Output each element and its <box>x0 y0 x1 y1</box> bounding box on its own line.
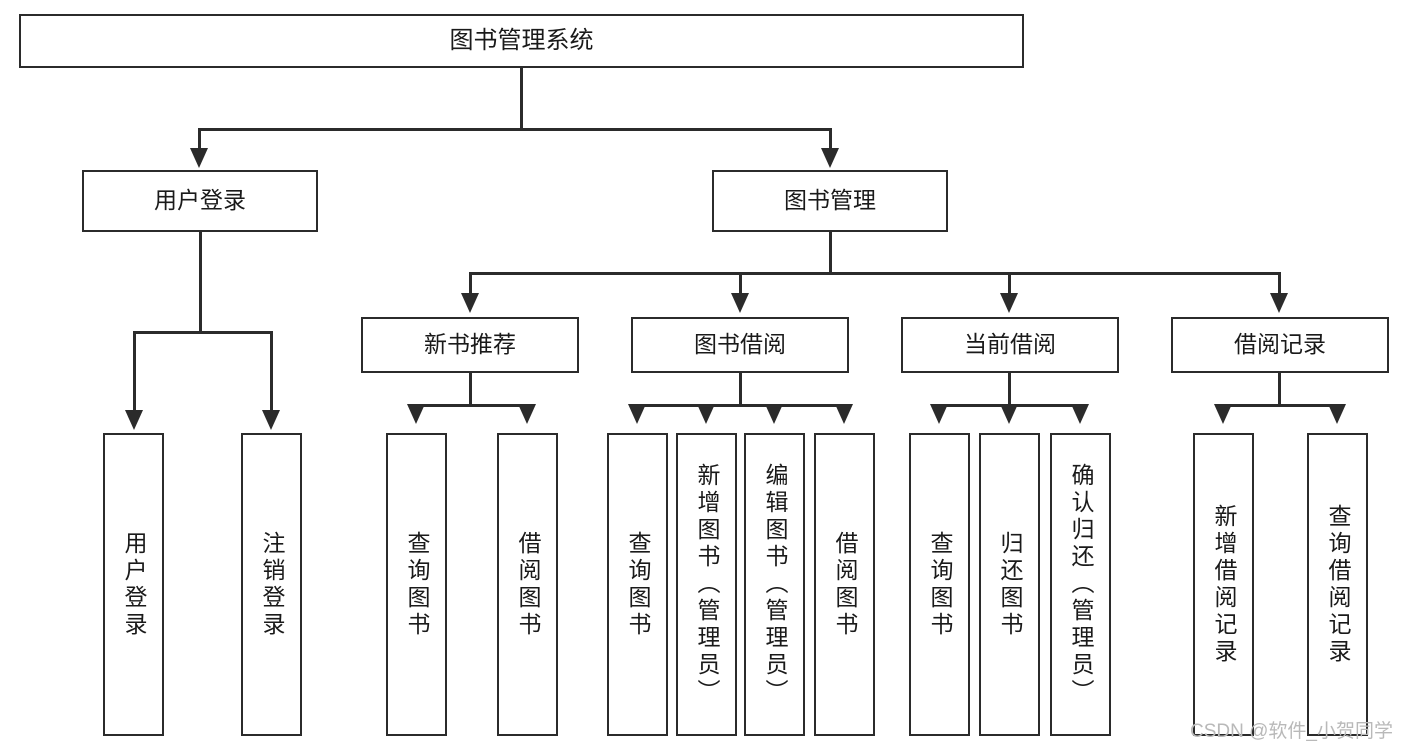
node-label: 图书借阅 <box>694 331 786 358</box>
leaf-current-borrow-confirm-return[interactable]: 确认归还（管理员） <box>1050 433 1111 736</box>
node-book-management[interactable]: 图书管理 <box>712 170 948 232</box>
node-borrow-record[interactable]: 借阅记录 <box>1171 317 1389 373</box>
connector-root-to-book-mgmt <box>829 128 832 153</box>
connector-borrow-record-bar <box>1222 404 1337 407</box>
watermark-text: CSDN @软件_小贺同学 <box>1190 721 1393 742</box>
connector-user-login-drop-1 <box>133 331 136 415</box>
connector-book-mgmt-drop-4 <box>1278 272 1281 297</box>
arrowhead-current-borrow-leaf-1 <box>930 404 948 424</box>
leaf-book-borrow-borrow-book[interactable]: 借阅图书 <box>814 433 875 736</box>
arrowhead-book-mgmt-to-borrow-record <box>1270 293 1288 313</box>
connector-borrow-record-stem <box>1278 373 1281 406</box>
arrowhead-user-login-leaf-2 <box>262 410 280 430</box>
leaf-new-book-query-book[interactable]: 查询图书 <box>386 433 447 736</box>
connector-new-book-stem <box>469 373 472 406</box>
leaf-borrow-record-query-record[interactable]: 查询借阅记录 <box>1307 433 1368 736</box>
connector-book-borrow-stem <box>739 373 742 406</box>
arrowhead-new-book-leaf-2 <box>518 404 536 424</box>
arrowhead-book-borrow-leaf-2 <box>697 404 715 424</box>
arrowhead-borrow-record-leaf-2 <box>1328 404 1346 424</box>
node-label: 图书管理系统 <box>449 26 594 54</box>
node-label: 用户登录 <box>154 187 246 214</box>
node-current-borrow[interactable]: 当前借阅 <box>901 317 1119 373</box>
node-label: 借阅图书 <box>515 530 541 639</box>
arrowhead-current-borrow-leaf-3 <box>1071 404 1089 424</box>
arrowhead-root-to-book-mgmt <box>821 148 839 168</box>
leaf-new-book-borrow-book[interactable]: 借阅图书 <box>497 433 558 736</box>
leaf-user-login-login[interactable]: 用户登录 <box>103 433 164 736</box>
node-label: 新增图书（管理员） <box>694 463 720 706</box>
connector-book-mgmt-bar <box>469 272 1281 275</box>
connector-new-book-bar <box>415 404 527 407</box>
leaf-current-borrow-return-book[interactable]: 归还图书 <box>979 433 1040 736</box>
node-label: 用户登录 <box>121 530 147 639</box>
connector-book-mgmt-stem <box>829 232 832 274</box>
node-label: 新书推荐 <box>424 331 516 358</box>
node-label: 查询图书 <box>625 530 651 639</box>
connector-book-borrow-bar <box>636 404 844 407</box>
node-new-book-recommend[interactable]: 新书推荐 <box>361 317 579 373</box>
connector-root-stem <box>520 68 523 130</box>
leaf-borrow-record-add-record[interactable]: 新增借阅记录 <box>1193 433 1254 736</box>
arrowhead-new-book-leaf-1 <box>407 404 425 424</box>
connector-book-mgmt-drop-1 <box>469 272 472 297</box>
leaf-user-login-logout[interactable]: 注销登录 <box>241 433 302 736</box>
node-label: 查询图书 <box>927 530 953 639</box>
connector-root-bar <box>198 128 832 131</box>
arrowhead-book-mgmt-to-new-book <box>461 293 479 313</box>
leaf-book-borrow-query-book[interactable]: 查询图书 <box>607 433 668 736</box>
connector-book-mgmt-drop-3 <box>1008 272 1011 297</box>
connector-root-to-user-login <box>198 128 201 153</box>
arrowhead-book-borrow-leaf-4 <box>835 404 853 424</box>
node-label: 确认归还（管理员） <box>1068 463 1094 706</box>
node-label: 新增借阅记录 <box>1211 503 1237 666</box>
leaf-book-borrow-add-book[interactable]: 新增图书（管理员） <box>676 433 737 736</box>
node-label: 当前借阅 <box>964 331 1056 358</box>
node-label: 注销登录 <box>259 530 285 639</box>
node-user-login[interactable]: 用户登录 <box>82 170 318 232</box>
arrowhead-book-borrow-leaf-3 <box>765 404 783 424</box>
connector-user-login-stem <box>199 232 202 333</box>
node-label: 图书管理 <box>784 187 876 214</box>
connector-book-mgmt-drop-2 <box>739 272 742 297</box>
node-label: 查询借阅记录 <box>1325 503 1351 666</box>
node-label: 编辑图书（管理员） <box>762 463 788 706</box>
arrowhead-book-mgmt-to-current-borrow <box>1000 293 1018 313</box>
arrowhead-user-login-leaf-1 <box>125 410 143 430</box>
leaf-current-borrow-query-book[interactable]: 查询图书 <box>909 433 970 736</box>
node-book-borrow[interactable]: 图书借阅 <box>631 317 849 373</box>
node-label: 归还图书 <box>997 530 1023 639</box>
leaf-book-borrow-edit-book[interactable]: 编辑图书（管理员） <box>744 433 805 736</box>
arrowhead-book-borrow-leaf-1 <box>628 404 646 424</box>
connector-user-login-bar <box>133 331 273 334</box>
arrowhead-borrow-record-leaf-1 <box>1214 404 1232 424</box>
arrowhead-current-borrow-leaf-2 <box>1000 404 1018 424</box>
arrowhead-book-mgmt-to-book-borrow <box>731 293 749 313</box>
node-label: 借阅记录 <box>1234 331 1326 358</box>
node-label: 查询图书 <box>404 530 430 639</box>
connector-user-login-drop-2 <box>270 331 273 415</box>
node-root-system[interactable]: 图书管理系统 <box>19 14 1024 68</box>
node-label: 借阅图书 <box>832 530 858 639</box>
connector-current-borrow-stem <box>1008 373 1011 406</box>
arrowhead-root-to-user-login <box>190 148 208 168</box>
